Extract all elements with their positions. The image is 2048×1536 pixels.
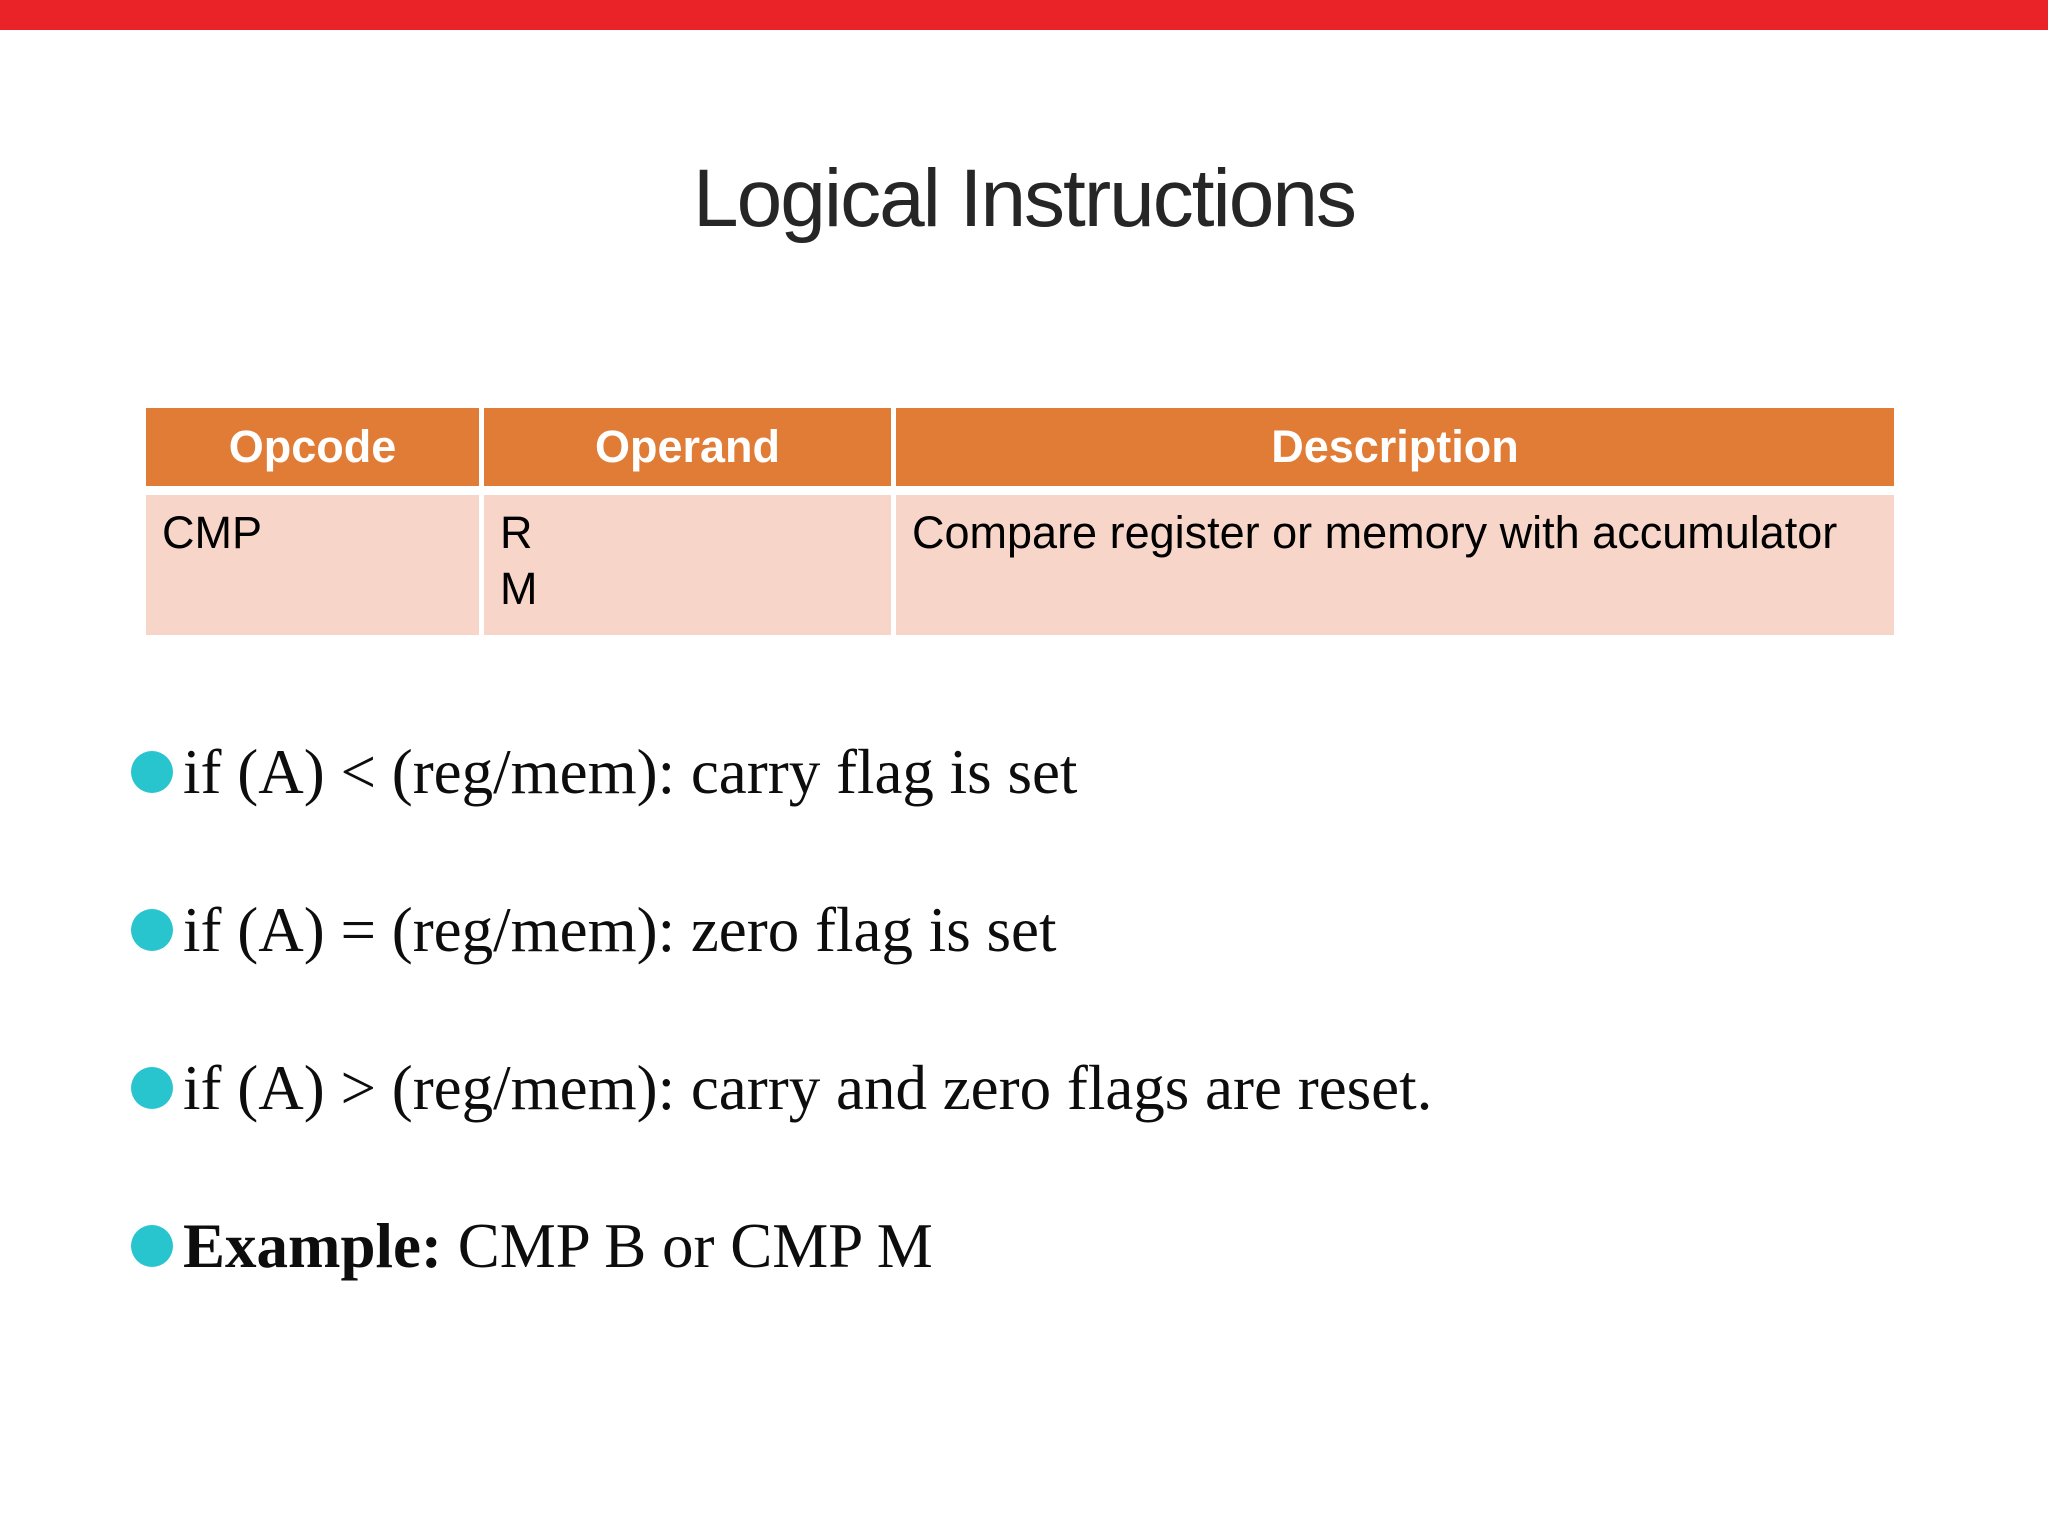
- bullet-item: if (A) < (reg/mem): carry flag is set: [131, 693, 1931, 851]
- bullet-item: if (A) = (reg/mem): zero flag is set: [131, 851, 1931, 1009]
- bullet-item: Example: CMP B or CMP M: [131, 1167, 1931, 1325]
- table-cell-opcode: CMP: [146, 495, 479, 635]
- table-header-description: Description: [896, 408, 1894, 486]
- bullet-list: if (A) < (reg/mem): carry flag is set if…: [131, 693, 1931, 1325]
- bullet-text-bold: Example:: [183, 1210, 442, 1281]
- table-header-operand: Operand: [484, 408, 891, 486]
- bullet-text: if (A) < (reg/mem): carry flag is set: [183, 736, 1078, 807]
- bullet-text-rest: CMP B or CMP M: [441, 1210, 933, 1281]
- table-cell-description: Compare register or memory with accumula…: [896, 495, 1894, 635]
- slide-title: Logical Instructions: [693, 153, 1357, 244]
- bullet-text: if (A) > (reg/mem): carry and zero flags…: [183, 1052, 1433, 1123]
- operand-line: M: [500, 563, 538, 614]
- bullet-text: if (A) = (reg/mem): zero flag is set: [183, 894, 1057, 965]
- table-row: CMP R M Compare register or memory with …: [146, 495, 1894, 635]
- bullet-marker-icon: [131, 1067, 173, 1109]
- bullet-marker-icon: [131, 751, 173, 793]
- table-cell-operand: R M: [484, 495, 891, 635]
- table-header-row: Opcode Operand Description: [146, 408, 1894, 486]
- bullet-text: Example: CMP B or CMP M: [183, 1210, 933, 1283]
- top-accent-bar: [0, 0, 2048, 30]
- instruction-table: Opcode Operand Description CMP R M Compa…: [146, 408, 1894, 635]
- table-header-opcode: Opcode: [146, 408, 479, 486]
- operand-line: R: [500, 507, 533, 558]
- table-row-divider: [146, 486, 1894, 495]
- bullet-marker-icon: [131, 1225, 173, 1267]
- bullet-marker-icon: [131, 909, 173, 951]
- bullet-item: if (A) > (reg/mem): carry and zero flags…: [131, 1009, 1931, 1167]
